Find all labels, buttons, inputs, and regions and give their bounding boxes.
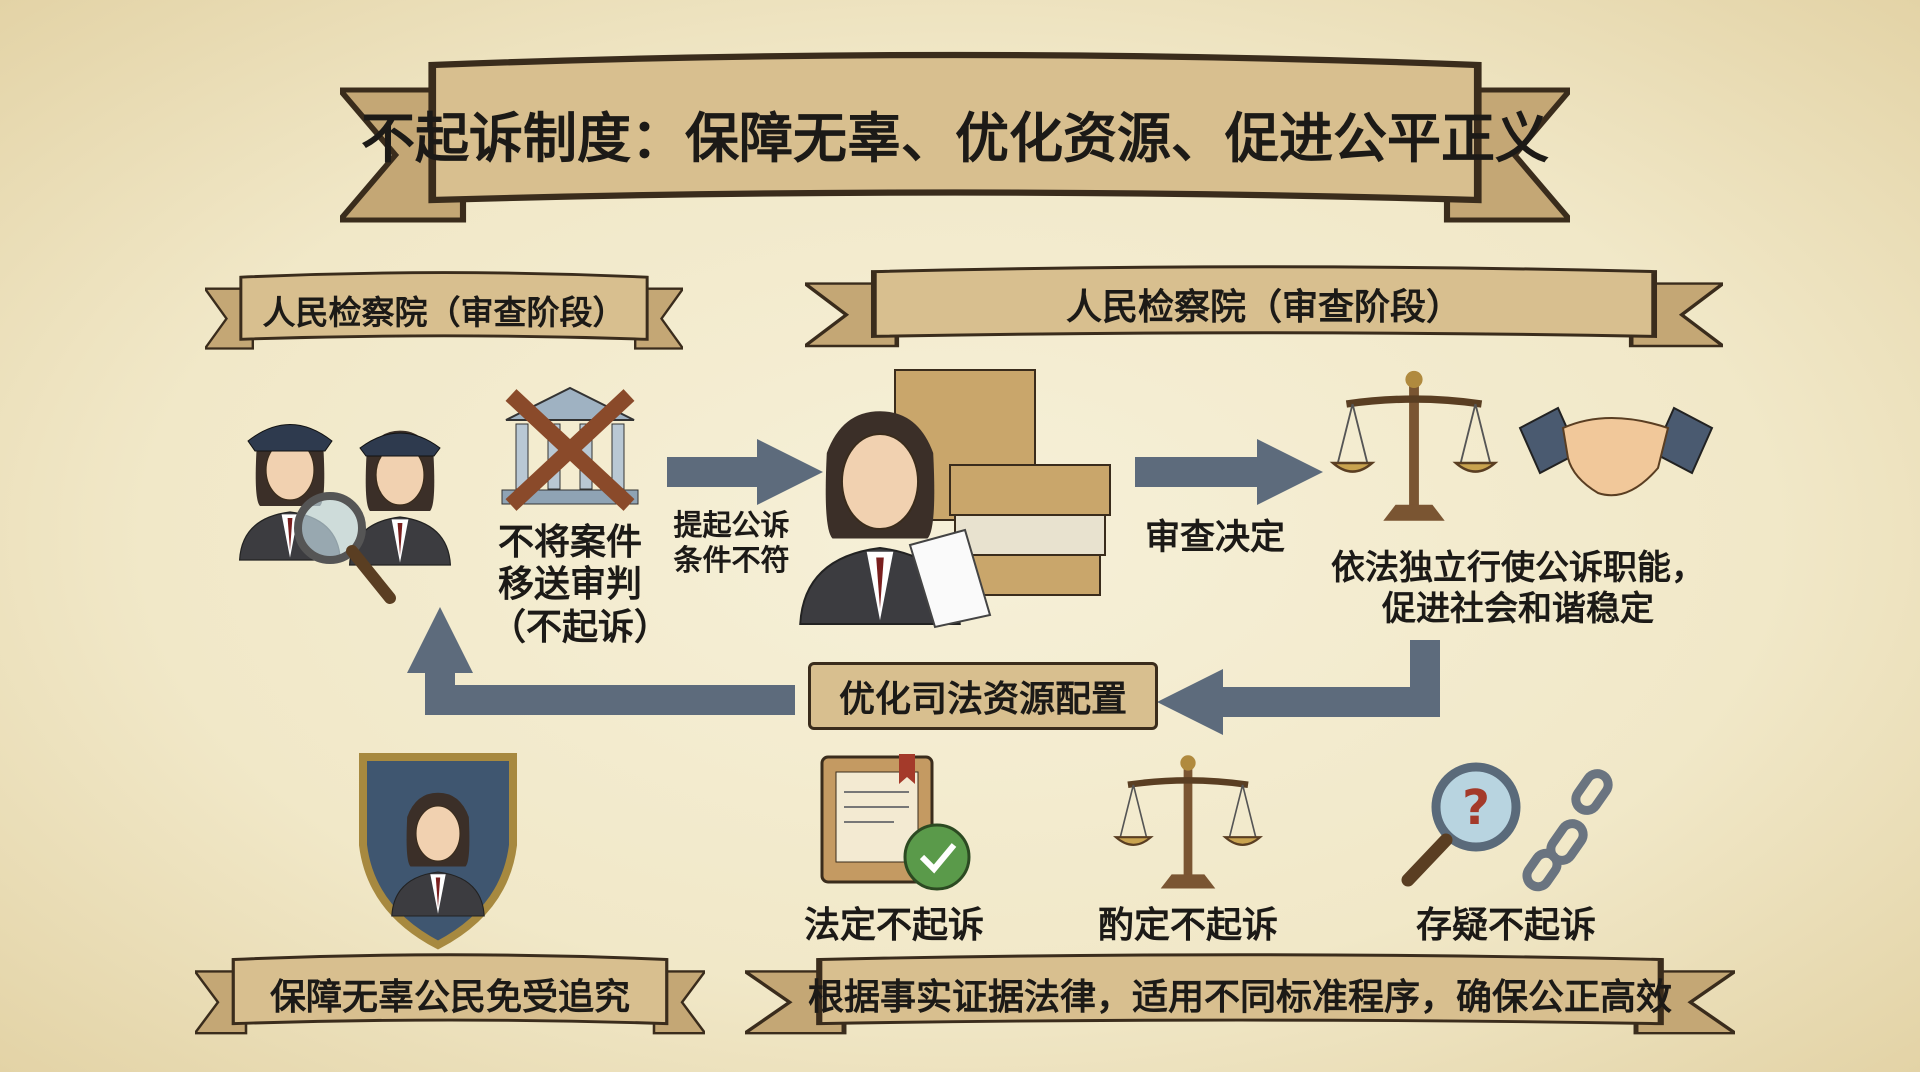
optimize-resources-banner: 优化司法资源配置	[808, 662, 1158, 730]
outcome-label: 依法独立行使公诉职能， 促进社会和谐稳定	[1318, 548, 1718, 630]
arrow-to-police	[406, 606, 795, 715]
scales-of-justice-icon	[1328, 367, 1500, 527]
outcome-line-1: 依法独立行使公诉职能，	[1331, 548, 1705, 588]
optimize-label: 优化司法资源配置	[838, 679, 1127, 720]
no-transfer-line-1: 不将案件	[497, 522, 642, 563]
shield-protected-citizen-icon	[355, 745, 521, 950]
handshake-icon	[1518, 398, 1714, 514]
stage-right-banner: 人民检察院（审查阶段）	[805, 262, 1723, 358]
stage-left-label: 人民检察院（审查阶段）	[262, 293, 626, 332]
no-transfer-label: 不将案件 移送审判 （不起诉）	[490, 522, 671, 649]
no-transfer-line-3: （不起诉）	[490, 606, 671, 648]
prosecutor-with-files-icon	[790, 365, 1120, 630]
law-book-check-icon	[814, 752, 974, 894]
title-banner: 不起诉制度：保障无辜、优化资源、促进公平正义	[340, 45, 1570, 245]
bottom-left-label: 保障无辜公民免受追究	[269, 976, 630, 1018]
stage-left-banner: 人民检察院（审查阶段）	[205, 268, 683, 360]
page-title: 不起诉制度：保障无辜、优化资源、促进公平正义	[361, 106, 1549, 170]
svg-text:?: ?	[1462, 780, 1490, 836]
magnifier-question-broken-chain-icon: ?	[1396, 752, 1642, 894]
condition-label: 提起公诉 条件不符	[664, 508, 799, 578]
scales-discretionary-icon	[1102, 752, 1274, 894]
bottom-right-label: 根据事实证据法律，适用不同标准程序，确保公正高效	[807, 976, 1672, 1018]
courthouse-crossed-icon	[496, 380, 644, 515]
police-officers-magnifier-icon	[220, 373, 480, 613]
condition-line-1: 提起公诉	[673, 508, 790, 542]
no-transfer-line-2: 移送审判	[497, 564, 642, 606]
discretionary-label: 酌定不起诉	[1097, 905, 1278, 946]
outcome-line-2: 促进社会和谐稳定	[1382, 588, 1654, 629]
arrow-to-optimize	[1156, 640, 1440, 736]
bottom-right-banner: 根据事实证据法律，适用不同标准程序，确保公正高效	[745, 950, 1735, 1045]
bottom-left-banner: 保障无辜公民免受追究	[195, 950, 705, 1045]
condition-line-2: 条件不符	[673, 542, 790, 577]
review-decision-label: 审查决定	[1144, 518, 1285, 558]
doubt-label: 存疑不起诉	[1415, 905, 1596, 946]
stage-right-label: 人民检察院（审查阶段）	[1065, 287, 1462, 328]
statutory-label: 法定不起诉	[803, 905, 984, 946]
